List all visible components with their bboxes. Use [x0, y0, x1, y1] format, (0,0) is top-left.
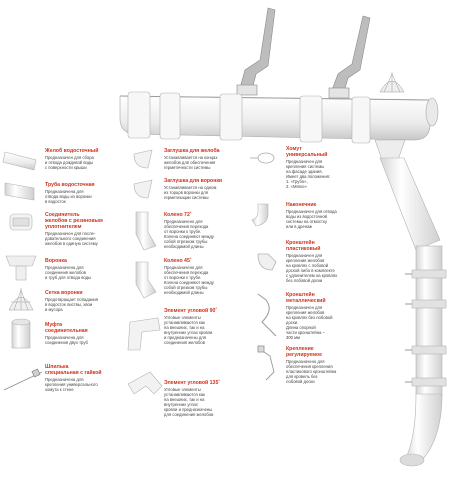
item-description: Предназначена для соединения желобов и т… — [45, 265, 92, 280]
item-title: Элемент угловой 90˚ — [164, 308, 218, 314]
nut-stud-icon — [3, 368, 43, 391]
item-title: Сетка воронки — [45, 290, 83, 296]
item-description: Предотвращает попадания в водосток листв… — [45, 297, 98, 312]
elbow-72-icon — [135, 211, 157, 251]
item-shpilka: Шпилька специальная с гайкой Предназначе… — [45, 364, 131, 392]
downpipe-icon — [4, 182, 35, 201]
gutter-end-cap-icon — [133, 149, 153, 169]
item-description: Угловые элементы устанавливаются как на … — [164, 315, 213, 345]
item-title: Труба водосточная — [45, 182, 95, 188]
item-kronshtein-plast: Кронштейн пластиковый Предназначен для к… — [286, 240, 366, 283]
plastic-bracket-icon — [257, 253, 277, 271]
pipe-outlet-icon — [251, 203, 269, 227]
item-truba: Труба водосточная Предназначена для отво… — [45, 182, 131, 204]
item-description: Предназначено для обеспечения перехода о… — [164, 219, 214, 249]
pipe-clamp-icon — [250, 152, 275, 164]
item-description: Предназначен для крепления желобов на кр… — [286, 305, 333, 340]
funnel-net-icon — [8, 288, 34, 311]
gutter-icon — [2, 151, 37, 171]
item-setka: Сетка воронки Предотвращает попадания в … — [45, 290, 131, 312]
item-title: Заглушка для воронки — [164, 178, 223, 184]
item-description: Предназначена для отвода воды из воронки… — [45, 189, 92, 204]
item-element-90: Элемент угловой 90˚ Угловые элементы уст… — [164, 308, 250, 345]
item-description: Предназначено для обеспечения перехода о… — [164, 265, 214, 295]
funnel-icon — [5, 255, 37, 281]
item-title: Наконечник — [286, 202, 317, 208]
item-title: Воронка — [45, 258, 67, 264]
item-soedinitel: Соединитель желобов с резиновым уплотнит… — [45, 212, 131, 246]
item-title: Шпилька специальная с гайкой — [45, 364, 102, 376]
item-title: Кронштейн пластиковый — [286, 240, 321, 252]
metal-hook-right — [328, 15, 371, 99]
item-description: Устанавливается на одном из торцов ворон… — [164, 185, 217, 200]
item-description: Предназначен для сбора и отвода дождевой… — [45, 155, 94, 170]
item-title: Колено 45˚ — [164, 258, 192, 264]
metal-bracket-icon — [257, 293, 277, 337]
item-zhelob: Желоб водосточный Предназначен для сбора… — [45, 148, 131, 170]
item-description: Предназначено для обеспечения крепления … — [286, 359, 337, 384]
item-description: Устанавливается на концах желобов для об… — [164, 155, 218, 170]
item-voronka: Воронка Предназначена для соединения жел… — [45, 258, 131, 280]
item-homut: Хомут универсальный Предназначен для кре… — [286, 146, 366, 189]
item-zaglushka-voronki: Заглушка для воронки Устанавливается на … — [164, 178, 250, 200]
item-title: Кронштейн металлический — [286, 292, 326, 304]
main-gutter — [119, 91, 439, 144]
item-title: Заглушка для желоба — [164, 148, 220, 154]
corner-135-icon — [127, 371, 163, 395]
item-title: Элемент угловой 135˚ — [164, 380, 221, 386]
item-kronshtein-met: Кронштейн металлический Предназначен для… — [286, 292, 366, 340]
item-title: Крепление регулируемое — [286, 346, 323, 358]
item-description: Предназначен для после- довательного сое… — [45, 231, 98, 246]
item-description: Предназначена для крепления универсально… — [45, 377, 98, 392]
item-koleno-45: Колено 45˚ Предназначено для обеспечения… — [164, 258, 250, 295]
gutter-connector-icon — [9, 213, 33, 231]
gutter-net-dome — [379, 72, 405, 93]
item-zaglushka-zheloba: Заглушка для желоба Устанавливается на к… — [164, 148, 250, 170]
item-kreplenie: Крепление регулируемое Предназначено для… — [286, 346, 366, 384]
funnel-cap-icon — [133, 179, 153, 199]
downpipe — [374, 139, 447, 467]
item-description: Предназначена для соединения двух труб — [45, 335, 88, 345]
item-title: Муфта соединительная — [45, 322, 88, 334]
item-koleno-72: Колено 72˚ Предназначено для обеспечения… — [164, 212, 250, 249]
item-description: Предназначен для крепления желобов на кр… — [286, 253, 338, 283]
item-description: Угловые элементы устанавливаются как на … — [164, 387, 214, 417]
item-element-135: Элемент угловой 135˚ Угловые элементы ус… — [164, 380, 250, 417]
corner-90-icon — [127, 317, 161, 351]
item-mufta: Муфта соединительная Предназначена для с… — [45, 322, 131, 345]
elbow-45-icon — [135, 261, 157, 299]
item-title: Колено 72˚ — [164, 212, 192, 218]
item-title: Соединитель желобов с резиновым уплотнит… — [45, 212, 103, 230]
metal-hook-left — [236, 7, 276, 96]
item-description: Предназначен для отвода воды из водосточ… — [286, 209, 337, 229]
item-title: Хомут универсальный — [286, 146, 328, 158]
pipe-coupling-icon — [11, 318, 31, 349]
adjustable-mount-icon — [257, 345, 275, 381]
item-nakonechnik: Наконечник Предназначен для отвода воды … — [286, 202, 366, 229]
item-title: Желоб водосточный — [45, 148, 99, 154]
item-description: Предназначен для крепления системы на фа… — [286, 159, 331, 189]
